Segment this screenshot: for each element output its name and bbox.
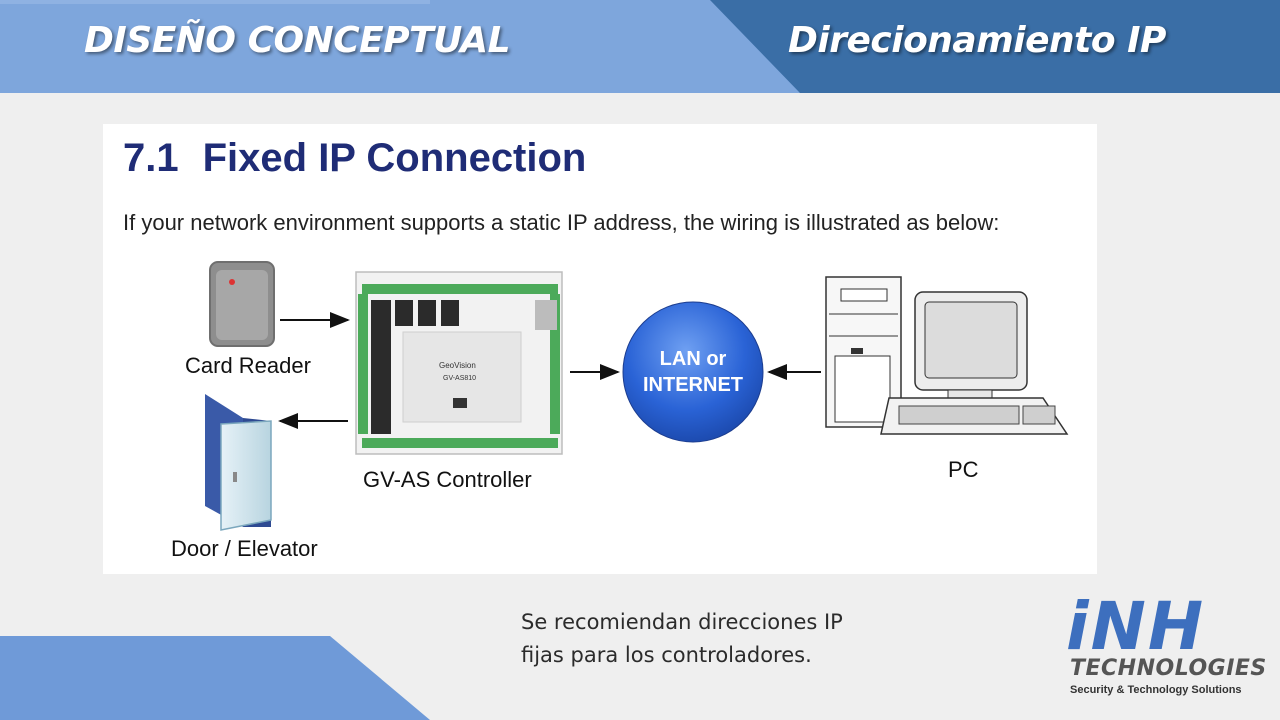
network-globe (622, 301, 764, 443)
device-model: GV-AS810 (443, 375, 476, 382)
controller-label: GV-AS Controller (363, 467, 532, 492)
intro-text: If your network environment supports a s… (123, 210, 1000, 235)
device-brand: GeoVision (439, 361, 476, 370)
door-label: Door / Elevator (171, 536, 318, 561)
door-icon (205, 394, 272, 531)
logo-mark: iNH (1066, 588, 1206, 665)
recommendation-note: Se recomiendan direcciones IP fijas para… (521, 610, 843, 667)
card-reader-label: Card Reader (185, 353, 311, 378)
network-label-line1: LAN or (659, 348, 727, 370)
section-number: 7.1 (123, 136, 179, 180)
figure-panel: 7.1 Fixed IP Connection If your network e… (103, 124, 1097, 574)
card-reader-icon (209, 261, 275, 347)
header-banner (0, 0, 1280, 93)
footer-shape (0, 636, 430, 720)
network-label: LAN or INTERNET (623, 346, 763, 398)
logo-name: TECHNOLOGIES (1070, 656, 1267, 681)
slide-title: DISEÑO CONCEPTUAL (84, 20, 511, 61)
section-title-text: Fixed IP Connection (202, 136, 587, 180)
pc-icon (825, 276, 1069, 435)
pc-label: PC (948, 457, 979, 482)
network-label-line2: INTERNET (643, 374, 743, 396)
slide-subtitle: Direcionamiento IP (788, 20, 1166, 61)
section-title: 7.1 Fixed IP Connection (123, 136, 586, 181)
logo-tagline: Security & Technology Solutions (1070, 684, 1242, 696)
company-logo: iNH TECHNOLOGIES Security & Technology S… (1066, 588, 1266, 706)
controller-board-icon: GeoVision GV-AS810 (355, 271, 563, 455)
wiring-diagram: GeoVision GV-AS810 (205, 261, 1069, 531)
